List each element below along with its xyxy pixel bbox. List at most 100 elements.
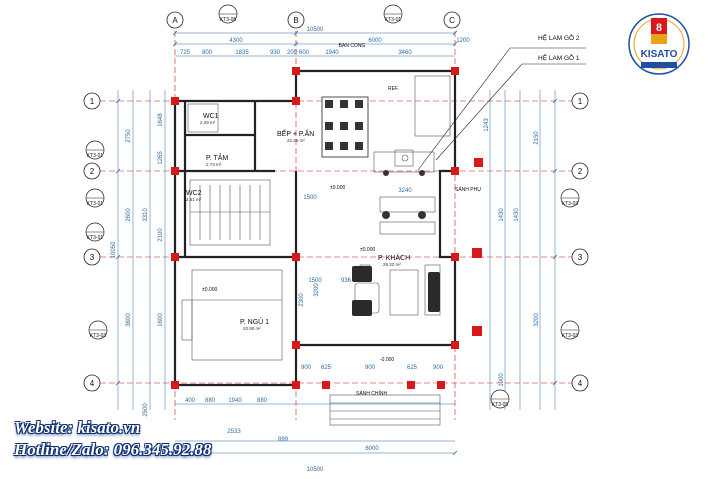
- dim-top-detail: 1940: [325, 50, 339, 56]
- dim-bottom-extra: 899: [278, 437, 289, 443]
- dim-top-total: 10500: [307, 27, 324, 33]
- dim-inner-v: 1600: [158, 313, 164, 327]
- dim-top-detail: 800: [202, 50, 213, 56]
- section-tag: KT3-03: [562, 201, 579, 207]
- section-marker-dividers: [86, 13, 579, 400]
- louver-marks: [382, 170, 426, 219]
- room-khach-name: P. KHÁCH: [378, 253, 410, 262]
- dim-inner-h: 625: [321, 365, 332, 371]
- dim-top-detail: 725: [180, 50, 191, 56]
- dim-top-detail: 200: [287, 50, 298, 56]
- axis-row-4-right: 4: [578, 379, 583, 388]
- level-mark: ±0.000: [330, 185, 345, 191]
- section-tag: KT3-01: [87, 201, 104, 207]
- dim-inner-v: 1265: [158, 151, 164, 165]
- room-wc2-name: WC2: [186, 190, 202, 197]
- room-ngu-name: P. NGỦ 1: [240, 317, 269, 326]
- section-tag: KT3-01: [385, 17, 402, 23]
- dim-inner-h: 1500: [308, 278, 322, 284]
- dining-table: [321, 96, 369, 158]
- section-tag: KT3-01: [87, 235, 104, 241]
- sanh-chinh-label: SẢNH CHÍNH: [356, 390, 388, 397]
- dim-inner-v: 3200: [314, 283, 320, 297]
- dim-right-seg: 1430: [499, 208, 505, 222]
- dim-inner-v: 1648: [158, 113, 164, 127]
- dim-top-seg: 4300: [229, 38, 243, 44]
- dimension-ticks: [115, 30, 558, 456]
- axis-row-1-right: 1: [578, 97, 583, 106]
- axis-grid: [100, 22, 580, 420]
- dim-inner-h: 3240: [398, 188, 412, 194]
- axis-col-b: B: [293, 16, 298, 25]
- dim-top-detail: 3460: [398, 50, 412, 56]
- he-lam-1-label: HỆ LAM GỖ 1: [538, 53, 580, 62]
- axis-bubbles: [83, 11, 589, 392]
- section-tag: KT3-05: [492, 402, 509, 408]
- logo-badge-icon: 8: [628, 13, 690, 75]
- inner-lines: [181, 75, 451, 426]
- room-tam-name: P. TẮM: [206, 153, 228, 162]
- dim-top-detail: 600: [299, 50, 310, 56]
- dim-inner-h: 900: [433, 365, 444, 371]
- level-mark: ±0.000: [202, 287, 217, 293]
- dim-inner-h: 900: [365, 365, 376, 371]
- section-tag: KT3-05: [220, 17, 237, 23]
- website-watermark: Website: kisato.vn: [14, 418, 141, 437]
- section-tag: KT3-03: [90, 333, 107, 339]
- dim-left-seg: 2750: [126, 129, 132, 143]
- dim-inner-v: 2300: [299, 293, 305, 307]
- axis-row-2-right: 2: [578, 167, 583, 176]
- axis-col-c: C: [449, 16, 455, 25]
- dim-right-seg: 1430: [514, 208, 520, 222]
- dim-right-seg: 1900: [499, 373, 505, 387]
- room-tam-area: 2.73 m²: [206, 162, 222, 167]
- axis-row-4-left: 4: [90, 379, 95, 388]
- room-bep-area: 22.26 m²: [287, 138, 305, 143]
- dim-inner-h: 1500: [303, 195, 317, 201]
- dim-inner-h: 625: [407, 365, 418, 371]
- dim-top-seg: 1200: [456, 38, 470, 44]
- dim-bottom-seg: 400: [185, 398, 196, 404]
- dim-left-seg: 3600: [126, 313, 132, 327]
- level-mark: ±0.000: [360, 247, 375, 253]
- axis-row-2-left: 2: [90, 167, 95, 176]
- kisato-logo: 8 KISATO: [627, 12, 691, 76]
- dim-left-total: 10050: [111, 241, 117, 258]
- axis-col-a: A: [172, 16, 178, 25]
- dim-inner-v: 2100: [158, 228, 164, 242]
- axis-row-3-left: 3: [90, 253, 95, 262]
- dim-top-detail: 1835: [235, 50, 249, 56]
- dimension-lines: [117, 32, 556, 454]
- dim-left-seg: 2500: [143, 403, 149, 417]
- dim-right-seg: 2150: [534, 131, 540, 145]
- room-bep-name: BẾP + P.ĂN: [277, 128, 314, 138]
- ban-cong-label: BAN CONG: [339, 43, 366, 49]
- ref-label: REF.: [388, 86, 399, 92]
- room-wc1-name: WC1: [203, 113, 219, 120]
- dim-left-seg: 3310: [143, 208, 149, 222]
- columns: [171, 67, 483, 389]
- section-tag: KT3-01: [87, 153, 104, 159]
- dim-bottom-extra: 2533: [227, 429, 241, 435]
- section-tag: KT3-03: [562, 333, 579, 339]
- axis-row-1-left: 1: [90, 97, 95, 106]
- dim-bottom-seg: 880: [205, 398, 216, 404]
- dim-top-seg: 6000: [368, 38, 382, 44]
- dim-right-seg: 1243: [484, 118, 490, 132]
- hotline-watermark: Hotline/Zalo: 096.345.92.88: [14, 440, 212, 459]
- dim-bottom-mid: 6000: [365, 446, 379, 452]
- logo-text: KISATO: [640, 49, 678, 60]
- room-ngu-area: 20.90 m²: [243, 326, 261, 331]
- level-mark: -0.000: [380, 357, 394, 363]
- room-wc1-area: 2.29 m²: [200, 120, 216, 125]
- dim-bottom-seg: 880: [257, 398, 268, 404]
- svg-text:8: 8: [656, 20, 662, 34]
- dim-right-seg: 3200: [534, 313, 540, 327]
- dim-inner-h: 936: [341, 278, 352, 284]
- dim-left-seg: 2600: [126, 208, 132, 222]
- dim-bottom-seg: 1940: [228, 398, 242, 404]
- axis-row-3-right: 3: [578, 253, 583, 262]
- dim-bottom-total: 10500: [307, 467, 324, 473]
